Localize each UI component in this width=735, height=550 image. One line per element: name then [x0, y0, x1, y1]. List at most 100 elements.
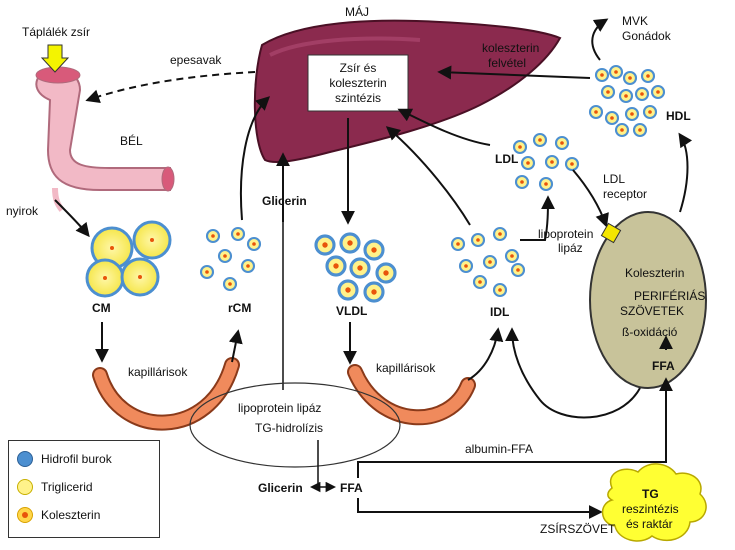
liver-label: MÁJ [345, 4, 369, 19]
ffa-tissue-label: FFA [652, 359, 675, 373]
idl-particle [472, 274, 488, 290]
chol-uptake-line-2: felvétel [488, 56, 526, 70]
lymph-arrow [54, 199, 90, 238]
ldl-label: LDL [495, 152, 518, 166]
lymph-label: nyirok [6, 204, 39, 218]
hdl-particle [614, 122, 630, 138]
idl-particle [510, 262, 526, 278]
legend-label: Triglicerid [41, 480, 93, 494]
idl-particle [450, 236, 466, 252]
ldl-to-liver-arrow [397, 108, 491, 146]
chol-uptake-line-1: koleszterin [482, 41, 539, 55]
rcm-particle [222, 276, 238, 292]
vldl-label: VLDL [336, 304, 367, 318]
ldl-particle [554, 135, 570, 151]
peripheral-line-1: PERIFÉRIÁS [634, 288, 705, 303]
tg-resynthesis-blob [601, 463, 707, 542]
lpl-ellipse [189, 382, 401, 468]
beta-oxidation-label: ß-oxidáció [622, 325, 678, 339]
intestine-shape [35, 66, 175, 212]
legend-label: Koleszterin [41, 508, 101, 522]
intestine-label: BÉL [120, 133, 143, 148]
hdl-to-liver-arrow [437, 65, 591, 80]
hdl-particle [600, 84, 616, 100]
ldl-receptor-icon [600, 222, 622, 244]
hdl-particle [650, 84, 666, 100]
ldl-to-tissue-arrow [572, 169, 609, 228]
hdl-particle [604, 110, 620, 126]
ldl-particle [512, 139, 528, 155]
idl-to-liver-arrow [385, 126, 471, 226]
legend-item-triglyceride: Triglicerid [17, 479, 93, 495]
tissue-to-hdl-arrow [678, 132, 693, 213]
capillary-to-rcm-arrow [228, 329, 243, 363]
idl-particle [458, 258, 474, 274]
bile-acids-arrow [85, 71, 256, 103]
liver-synthesis-box [307, 54, 409, 112]
vldl-particle [325, 255, 347, 277]
rcm-particle [246, 236, 262, 252]
tg-blob-line-1: TG [642, 487, 659, 501]
rcm-particle [199, 264, 215, 280]
peripheral-line-2: SZÖVETEK [620, 304, 684, 318]
legend-label: Hidrofil burok [41, 452, 112, 466]
hdl-particle [632, 122, 648, 138]
ldl-particle [538, 176, 554, 192]
rcm-particle [240, 258, 256, 274]
capillary-to-idl-arrow [467, 327, 504, 381]
dietary-fat-arrow [40, 44, 70, 73]
tissue-chol-label: Koleszterin [625, 266, 684, 280]
capillaries-right-label: kapillárisok [376, 361, 436, 375]
hdl-particle [618, 88, 634, 104]
shell-swatch-icon [17, 451, 33, 467]
idl-particle [482, 254, 498, 270]
hdl-particle [640, 68, 656, 84]
hdl-particle [624, 106, 640, 122]
ffa-to-adipose-arrow [357, 498, 603, 519]
vldl-particle [337, 279, 359, 301]
capillaries-left-label: kapillárisok [128, 365, 188, 379]
idl-to-ldl-arrow [520, 195, 555, 241]
lpl-idl-line-1: lipoprotein [538, 227, 593, 241]
ldl-particle [514, 174, 530, 190]
hdl-particle [608, 64, 624, 80]
small-particles [199, 64, 666, 303]
vldl-particle [349, 257, 371, 279]
hdl-to-mvk-arrow [591, 18, 609, 61]
gonads-label: Gonádok [622, 29, 672, 43]
rcm-particle [230, 226, 246, 242]
legend-item-shell: Hidrofil burok [17, 451, 112, 467]
hdl-particle [622, 70, 638, 86]
tg-blob-line-3: és raktár [626, 517, 673, 531]
adipose-tissue-label: ZSÍRSZÖVET [540, 521, 616, 536]
hdl-particle [594, 67, 610, 83]
tg-blob-line-2: reszintézis [622, 502, 679, 516]
liver-synthesis-line-3: szintézis [335, 91, 381, 105]
ldl-particle [532, 132, 548, 148]
liver-synthesis-line-1: Zsír és [340, 61, 377, 75]
vldl-particle [363, 239, 385, 261]
rcm-to-liver-arrow [239, 96, 271, 221]
legend-item-cholesterol: Koleszterin [17, 507, 100, 523]
ldl-particle [564, 156, 580, 172]
idl-particle [504, 248, 520, 264]
mvk-label: MVK [622, 14, 648, 28]
cm-particles [85, 220, 172, 298]
ffa-bottom-label: FFA [340, 481, 363, 495]
cholesterol-swatch-icon [17, 507, 33, 523]
rcm-particle [217, 248, 233, 264]
legend: Hidrofil burok Triglicerid Koleszterin [8, 440, 160, 538]
glycerol-top-label: Glicerin [262, 194, 307, 208]
lpl-center-label: lipoprotein lipáz [238, 401, 321, 415]
hdl-label: HDL [666, 109, 691, 123]
hdl-particle [634, 86, 650, 102]
idl-particle [470, 232, 486, 248]
bile-acids-label: epesavak [170, 53, 222, 67]
albumin-ffa-arrow [357, 377, 673, 478]
vldl-particle [339, 232, 361, 254]
lpl-idl-line-2: lipáz [558, 241, 583, 255]
hdl-particle [588, 104, 604, 120]
tg-hydrolysis-label: TG-hidrolízis [255, 421, 323, 435]
